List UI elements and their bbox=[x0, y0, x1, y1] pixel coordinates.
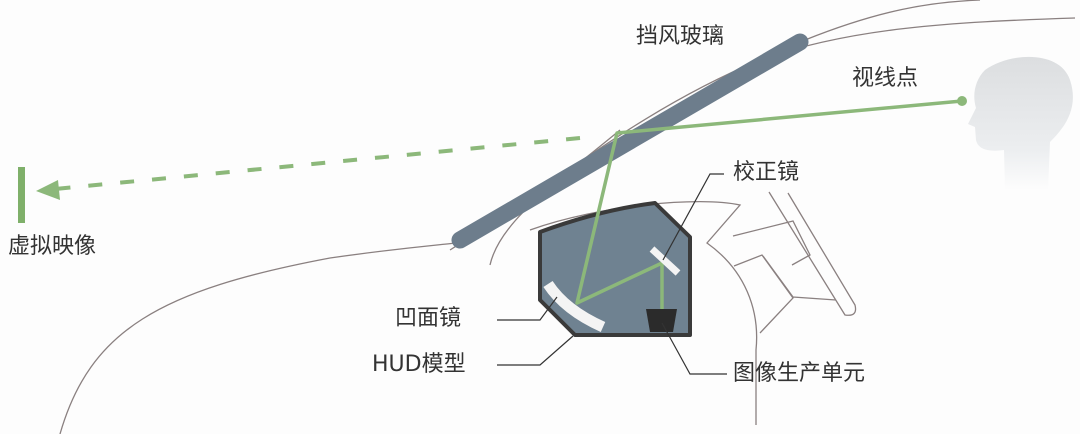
roof-outer-line bbox=[804, 0, 981, 41]
eye-point-dot bbox=[957, 96, 967, 106]
label-windshield: 挡风玻璃 bbox=[636, 24, 725, 49]
label-hud-model: HUD模型 bbox=[372, 352, 466, 377]
label-virtual-image: 虚拟映像 bbox=[8, 234, 97, 259]
virtual-image-dashed-line bbox=[54, 136, 581, 191]
concave-mirror bbox=[543, 280, 606, 333]
car-outline bbox=[59, 0, 1076, 434]
label-eye-point: 视线点 bbox=[852, 66, 919, 91]
label-concave-mirror: 凹面镜 bbox=[395, 306, 462, 331]
leader-lines bbox=[497, 173, 727, 375]
steering-wheel-spokes bbox=[732, 220, 837, 334]
arrow-head-icon bbox=[36, 180, 60, 200]
hood-line bbox=[59, 242, 456, 434]
label-image-unit: 图像生产单元 bbox=[733, 361, 866, 386]
steering-column bbox=[768, 191, 857, 316]
virtual-image-bar bbox=[18, 167, 25, 223]
light-path bbox=[575, 99, 963, 310]
image-generation-unit bbox=[646, 309, 677, 332]
driver-head bbox=[968, 56, 1073, 191]
corrector-mirror bbox=[649, 246, 681, 276]
windshield bbox=[451, 33, 809, 249]
label-corrector-mirror: 校正镜 bbox=[733, 160, 800, 185]
